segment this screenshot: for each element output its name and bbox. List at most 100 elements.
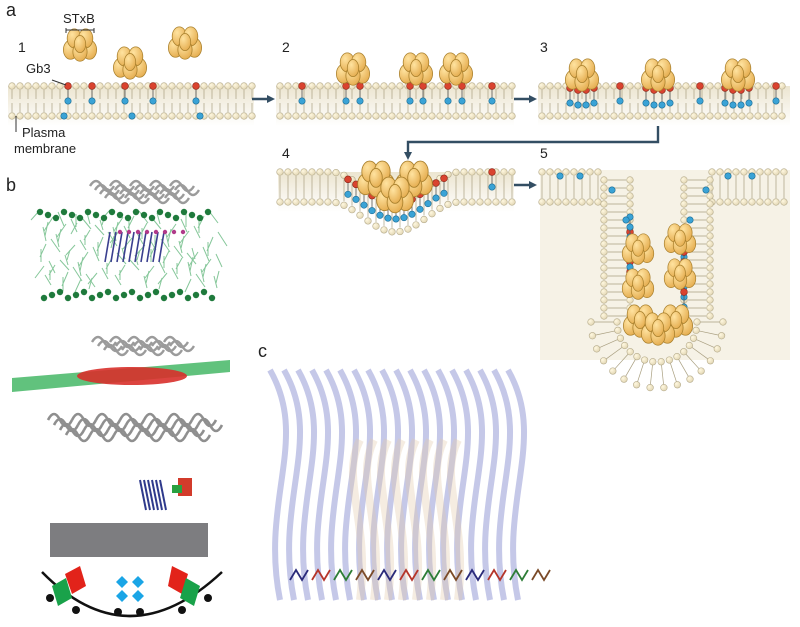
lipid-head [404, 225, 412, 233]
lipid-head [693, 318, 701, 326]
gb3-headgroup [488, 168, 496, 176]
lipid-head [380, 112, 388, 120]
lipid-head [160, 82, 168, 90]
lipid-head [292, 198, 300, 206]
lipid-head [778, 112, 786, 120]
lipid-head [740, 198, 748, 206]
arrow-3-to-4 [406, 126, 660, 155]
lipid-head [396, 227, 404, 236]
lipid-head [16, 82, 24, 90]
gb3-ceramide [384, 214, 392, 222]
protein-ribbon [136, 427, 164, 443]
green-sugar [52, 578, 72, 606]
lipid-head [112, 82, 120, 90]
phosphate-bead [144, 291, 152, 299]
gb3-ceramide [406, 97, 414, 105]
lipid-head [706, 256, 714, 264]
membrane-step-3 [538, 58, 790, 126]
b-membrane-curvature-surface [12, 335, 230, 392]
lipid-head [316, 82, 324, 90]
stxb-pentamer [720, 58, 756, 92]
gb3-headgroup [440, 174, 448, 182]
lipid-head [444, 200, 452, 209]
gb3-headgroup [192, 82, 200, 90]
lipid-head [308, 82, 316, 90]
lipid-head [738, 112, 746, 120]
lipid-head [746, 112, 754, 120]
glycolipid-stick [465, 568, 485, 582]
lipid-head [717, 332, 726, 340]
gb3-headgroup [298, 82, 306, 90]
membrane-step-2 [276, 52, 516, 126]
stxb-pentamer [663, 223, 697, 255]
gb3-headgroup [616, 82, 624, 90]
lipid-head [740, 168, 748, 176]
lipid-head [706, 208, 714, 216]
lipid-head [594, 112, 602, 120]
glycolipid-blue [155, 479, 163, 511]
lipid-head [600, 248, 608, 256]
lipid-head [40, 112, 48, 120]
lipid-head [468, 112, 476, 120]
cytosol-band [276, 86, 514, 126]
gb3-ceramide [128, 112, 136, 120]
gb3-ceramide [488, 97, 496, 105]
lipid-head [600, 357, 608, 365]
phosphate-bead [84, 208, 92, 216]
phosphate-bead [80, 288, 88, 296]
lipid-head [593, 345, 601, 353]
gb3-ceramide [556, 172, 564, 180]
phosphate-bead [208, 294, 216, 302]
lipid-head [708, 168, 716, 176]
lipid-head [96, 82, 104, 90]
glycolipid-green [172, 485, 182, 493]
phosphate-bead [124, 214, 132, 222]
gb3-ceramide [356, 97, 364, 105]
lipid-head [724, 198, 732, 206]
lipid-head [396, 112, 404, 120]
lipid-head [444, 112, 452, 120]
lipid-head [500, 82, 508, 90]
lipid-head [460, 168, 468, 176]
lipid-head [508, 198, 516, 206]
lipid-head [388, 112, 396, 120]
lipid-head [546, 82, 554, 90]
lipid-head [594, 168, 602, 176]
lipid-head [620, 375, 628, 383]
lipid-head [404, 112, 412, 120]
gb3-pointer-line [51, 79, 67, 86]
glycolipid-stick [443, 568, 463, 582]
beta-strand-ribbon [323, 368, 346, 601]
glycolipid-stick [355, 568, 375, 582]
gb3-ceramide [424, 200, 432, 208]
lipid-head [673, 353, 681, 361]
lipid-head [8, 112, 16, 120]
lipid-head [72, 112, 80, 120]
lipid-head [380, 82, 388, 90]
lipid-head [764, 198, 772, 206]
curved-region [77, 367, 187, 385]
glycolipid-chain [140, 231, 147, 263]
lipid-head [634, 82, 642, 90]
stxb-pentamer [663, 258, 697, 290]
lipid-head [692, 326, 700, 334]
protein-ribbon [138, 343, 166, 357]
lipid-head [614, 326, 622, 334]
b-protein-with-glycolipids [46, 412, 224, 511]
lipid-head [657, 358, 665, 366]
gb3-ceramide [298, 97, 306, 105]
plasma-label: Plasma [22, 125, 66, 140]
lipid-head [224, 112, 232, 120]
lipid-head [484, 112, 492, 120]
lipid-head [232, 82, 240, 90]
lipid-head [412, 221, 420, 229]
phosphate-bead [180, 208, 188, 216]
lipid-head [578, 112, 586, 120]
beta-strand-ribbon [267, 368, 290, 601]
lipid-head [602, 112, 610, 120]
lipid-head [754, 82, 762, 90]
lipid-head [452, 198, 460, 206]
lipid-head [476, 168, 484, 176]
protein-ribbon [184, 427, 212, 443]
lipid-head [665, 356, 673, 364]
